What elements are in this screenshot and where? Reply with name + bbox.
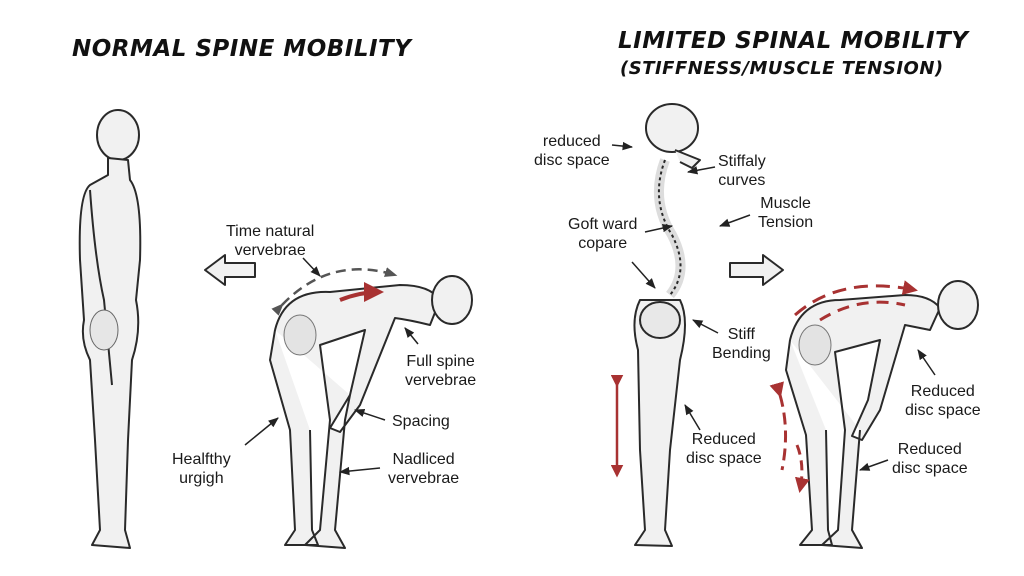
label-line: Time natural [226,223,315,240]
label-healthy: Healfthy urgigh [172,450,231,488]
label-line: vervebrae [234,242,306,259]
label-line: Healfthy [172,451,231,468]
label-line: Reduced [897,441,962,458]
right-arrow-icon [729,254,784,286]
bending-figure [269,275,473,549]
label-time-natural: Time natural vervebrae [226,222,314,260]
label-line: disc space [905,402,981,419]
label-goft-ward: Goft ward copare [568,215,637,253]
label-line: reduced [542,133,601,150]
label-line: Stiff [727,326,755,343]
right-panel-title: LIMITED SPINAL MOBILITY [618,28,969,54]
label-line: disc space [686,450,762,467]
left-arrow-icon [204,254,256,286]
label-line: disc space [892,460,968,477]
left-panel-title: NORMAL SPINE MOBILITY [72,36,412,62]
label-line: Nadliced [392,451,455,468]
label-line: urgigh [179,470,224,487]
label-line: Reduced [691,431,756,448]
label-reduced-right: Reduced disc space [905,382,981,420]
skeleton-figure [633,103,701,547]
stiff-bending-figure [785,280,979,549]
label-line: vervebrae [405,372,477,389]
label-line: Full spine [406,353,475,370]
label-stiffaly: Stiffaly curves [718,152,766,190]
label-nadliced: Nadliced vervebrae [388,450,459,488]
label-spacing: Spacing [392,413,450,430]
label-line: copare [578,235,628,252]
label-reduced-top: reduced disc space [534,132,610,170]
label-line: Goft ward [568,216,638,233]
label-reduced-bottom: Reduced disc space [892,440,968,478]
label-line: Muscle [760,195,811,212]
label-line: curves [718,172,766,189]
pointer-arrows [244,141,936,476]
label-line: Bending [712,345,771,362]
label-line: vervebrae [388,470,460,487]
tension-indicators [610,280,918,493]
label-line: Reduced [910,383,975,400]
label-line: Stiffaly [718,153,766,170]
standing-figure [78,109,142,549]
right-panel-subtitle: (STIFFNESS/MUSCLE TENSION) [620,58,944,79]
label-line: disc space [534,152,610,169]
label-reduced-mid: Reduced disc space [686,430,762,468]
red-motion-arrow [339,282,384,303]
label-full-spine: Full spine vervebrae [405,352,476,390]
label-line: Tension [758,214,814,231]
